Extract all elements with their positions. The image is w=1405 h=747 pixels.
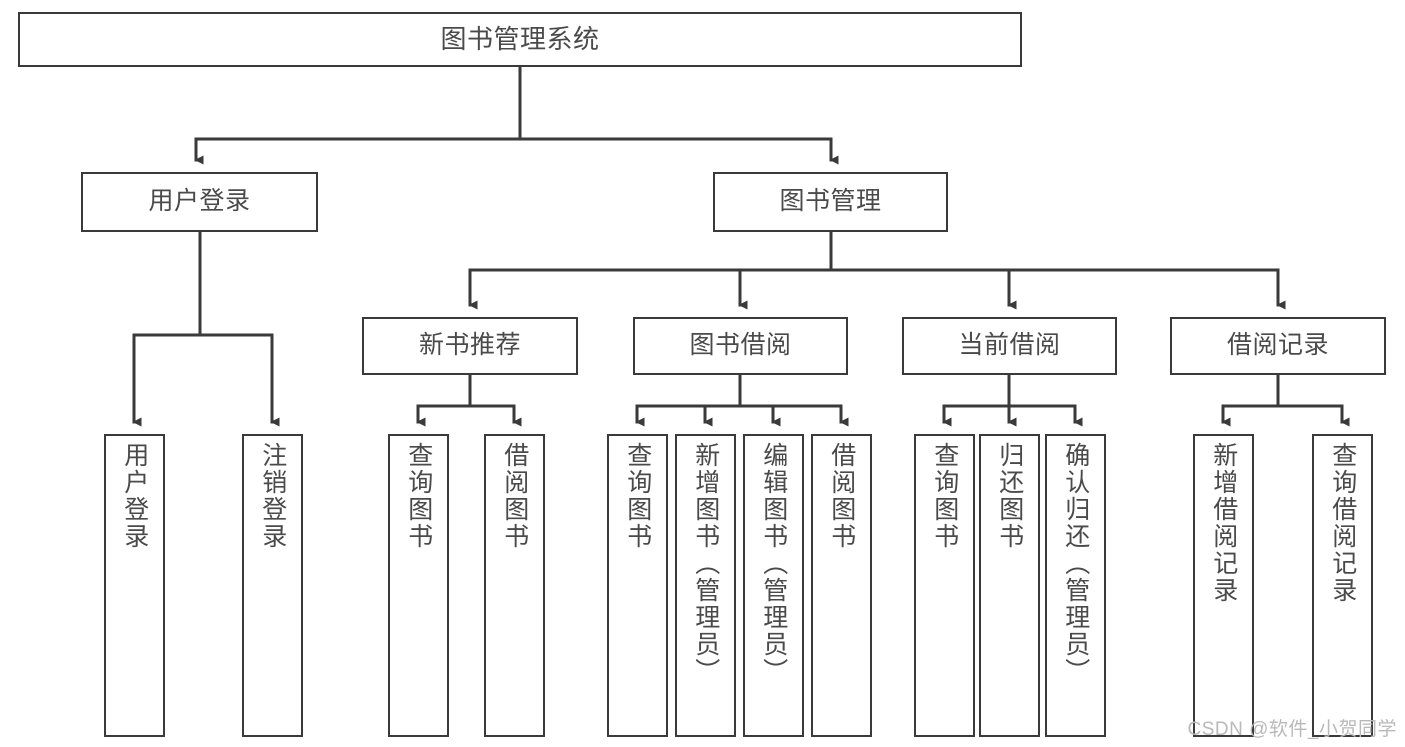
node-book-borrow[interactable]: 图书借阅 [633, 317, 848, 375]
node-leaf-add-book[interactable]: 新增图书（管理员） [675, 434, 736, 737]
node-leaf-add-book-label: 新增图书（管理员） [691, 442, 720, 685]
node-borrow-record[interactable]: 借阅记录 [1170, 317, 1386, 375]
node-leaf-query-record[interactable]: 查询借阅记录 [1312, 434, 1373, 737]
node-leaf-edit-book-label: 编辑图书（管理员） [759, 442, 788, 685]
node-leaf-query-book-borrow-label: 查询图书 [623, 442, 652, 550]
node-leaf-logout[interactable]: 注销登录 [242, 434, 303, 737]
node-leaf-query-record-label: 查询借阅记录 [1328, 442, 1357, 604]
node-leaf-borrow-book-label: 借阅图书 [827, 442, 856, 550]
node-leaf-logout-label: 注销登录 [258, 442, 287, 550]
watermark-label: CSDN @软件_小贺同学 [1187, 719, 1397, 740]
node-new-book-recommend-label: 新书推荐 [418, 331, 521, 360]
node-user-login[interactable]: 用户登录 [81, 172, 318, 232]
node-current-borrow[interactable]: 当前借阅 [902, 317, 1117, 375]
node-leaf-query-book-current-label: 查询图书 [930, 442, 959, 550]
node-book-borrow-label: 图书借阅 [689, 331, 792, 360]
node-leaf-add-record-label: 新增借阅记录 [1209, 442, 1238, 604]
node-leaf-borrow-book-new[interactable]: 借阅图书 [484, 434, 545, 737]
node-leaf-add-record[interactable]: 新增借阅记录 [1193, 434, 1254, 737]
node-leaf-query-book-borrow[interactable]: 查询图书 [607, 434, 668, 737]
node-leaf-query-book-new[interactable]: 查询图书 [388, 434, 449, 737]
node-leaf-query-book-new-label: 查询图书 [404, 442, 433, 550]
node-user-login-label: 用户登录 [148, 187, 251, 216]
node-leaf-return-book[interactable]: 归还图书 [979, 434, 1040, 737]
node-leaf-user-login-label: 用户登录 [120, 442, 149, 550]
node-new-book-recommend[interactable]: 新书推荐 [362, 317, 578, 375]
node-root-label: 图书管理系统 [440, 24, 600, 55]
node-current-borrow-label: 当前借阅 [958, 331, 1061, 360]
node-leaf-borrow-book-new-label: 借阅图书 [500, 442, 529, 550]
node-book-management-label: 图书管理 [779, 187, 882, 216]
node-leaf-borrow-book[interactable]: 借阅图书 [811, 434, 872, 737]
node-borrow-record-label: 借阅记录 [1226, 331, 1329, 360]
node-book-management[interactable]: 图书管理 [713, 172, 948, 232]
node-leaf-user-login[interactable]: 用户登录 [104, 434, 165, 737]
node-leaf-query-book-current[interactable]: 查询图书 [914, 434, 975, 737]
node-root[interactable]: 图书管理系统 [18, 12, 1022, 67]
node-leaf-confirm-return-label: 确认归还（管理员） [1061, 442, 1090, 685]
node-leaf-confirm-return[interactable]: 确认归还（管理员） [1045, 434, 1106, 737]
node-leaf-return-book-label: 归还图书 [995, 442, 1024, 550]
node-leaf-edit-book[interactable]: 编辑图书（管理员） [743, 434, 804, 737]
